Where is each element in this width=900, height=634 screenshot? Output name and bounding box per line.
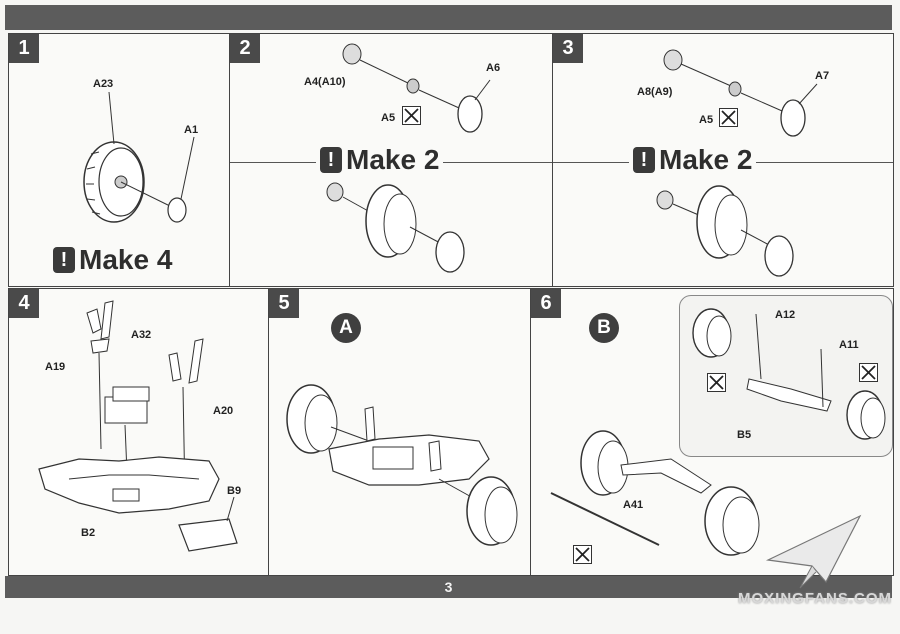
make-count: ! Make 2 (629, 144, 757, 176)
make-count: ! Make 2 (316, 144, 444, 176)
step-3-panel: 3 A8(A9) A7 A5 ! Make 2 (552, 33, 894, 287)
part-label-a5: A5 (381, 112, 396, 124)
step-number: 6 (531, 289, 561, 318)
front-axle-drawing (550, 308, 886, 556)
part-label-a7: A7 (815, 70, 830, 82)
part-label-a12: A12 (775, 309, 796, 321)
part-label-a20: A20 (213, 405, 234, 417)
page-number: 3 (444, 579, 453, 595)
step-6-panel: 6 B A12 A11 B5 A41 (530, 288, 894, 576)
step-1-panel: 1 A23 A1 ! Make 4 (8, 33, 231, 287)
part-label-b2: B2 (81, 527, 96, 539)
part-label-b5: B5 (737, 429, 752, 441)
make-count-label: Make 2 (346, 144, 440, 175)
part-label-a4: A4(A10) (304, 76, 346, 88)
marker-circle: A (331, 313, 361, 343)
step-number: 2 (230, 34, 260, 63)
step-4-panel: 4 A19 A32 A20 B9 B2 (8, 288, 270, 576)
do-not-glue-icon (719, 108, 738, 127)
wheel-hub-drawing (83, 91, 195, 223)
part-label-a41: A41 (623, 499, 644, 511)
step-number: 4 (9, 289, 39, 318)
part-label-a32: A32 (131, 329, 152, 341)
part-label-a19: A19 (45, 361, 66, 373)
make-count: ! Make 4 (49, 244, 177, 276)
exclamation-icon: ! (53, 247, 75, 273)
wheel-assembly-drawing (326, 43, 491, 273)
step-2-panel: 2 A4(A10) A6 A5 ! Make 2 (229, 33, 554, 287)
watermark-text: MOXINGFANS.COM (738, 590, 893, 607)
part-label-b9: B9 (227, 485, 242, 497)
chassis-frame-drawing (38, 300, 238, 552)
part-label-a23: A23 (93, 78, 114, 90)
part-label-a6: A6 (486, 62, 501, 74)
part-label-a8: A8(A9) (637, 86, 673, 98)
marker-circle: B (589, 313, 619, 343)
part-label-a11: A11 (839, 339, 859, 351)
footer-bar: 3 (5, 576, 892, 598)
make-count-label: Make 2 (659, 144, 753, 175)
make-count-label: Make 4 (79, 244, 173, 275)
step-number: 5 (269, 289, 299, 318)
exclamation-icon: ! (633, 147, 655, 173)
step-5-panel: 5 A (268, 288, 532, 576)
exclamation-icon: ! (320, 147, 342, 173)
step-number: 1 (9, 34, 39, 63)
part-label-a1: A1 (184, 124, 199, 136)
wheel-assembly-drawing (656, 49, 818, 277)
step-number: 3 (553, 34, 583, 63)
do-not-glue-icon (573, 545, 592, 564)
header-bar (5, 5, 892, 30)
do-not-glue-icon (707, 373, 726, 392)
do-not-glue-icon (859, 363, 878, 382)
do-not-glue-icon (402, 106, 421, 125)
chassis-wheels-drawing (286, 384, 518, 546)
part-label-a5: A5 (699, 114, 714, 126)
